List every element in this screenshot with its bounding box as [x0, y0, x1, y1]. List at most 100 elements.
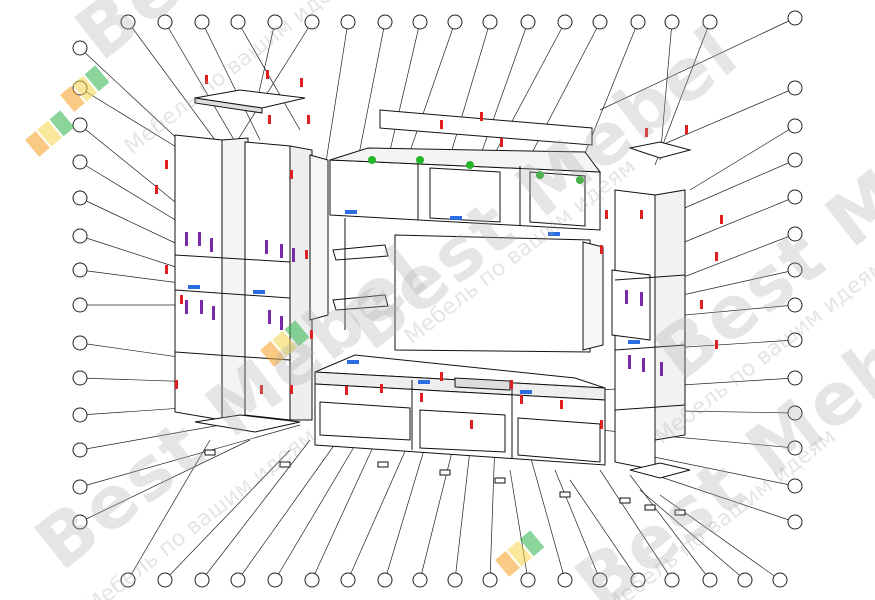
callout-circle-icon	[72, 117, 88, 133]
fitting-mark	[290, 385, 293, 394]
leader-line	[659, 494, 781, 581]
callout-circle-icon	[787, 514, 803, 530]
leg-support	[619, 497, 631, 504]
callout-circle-icon	[157, 14, 173, 30]
callout-circle-icon	[72, 370, 88, 386]
top-cabinet-door	[529, 171, 586, 227]
callout-circle-icon	[72, 335, 88, 351]
handle-mark	[280, 316, 283, 330]
fitting-mark	[420, 393, 423, 402]
clip-mark	[347, 360, 359, 364]
callout-circle-icon	[72, 479, 88, 495]
left-tower-side-2	[221, 137, 249, 421]
callout-circle-icon	[787, 478, 803, 494]
callout-circle-icon	[787, 189, 803, 205]
right-tower-base	[629, 462, 691, 479]
clip-mark	[520, 390, 532, 394]
callout-circle-icon	[194, 572, 210, 588]
fittings	[155, 70, 723, 516]
logo-squares-icon	[260, 320, 310, 367]
leader-line	[649, 87, 796, 151]
leader-line	[599, 469, 673, 581]
leader-line	[489, 439, 496, 581]
fitting-mark	[600, 245, 603, 254]
fitting-mark	[205, 75, 208, 84]
leader-line	[201, 21, 261, 141]
handle-mark	[268, 310, 271, 324]
left-tower-side	[174, 134, 223, 421]
leader-line	[639, 489, 746, 581]
callout-circle-icon	[72, 442, 88, 458]
clip-mark	[548, 232, 560, 236]
clip-mark	[345, 210, 357, 214]
callout-circle-icon	[230, 572, 246, 588]
top-cabinet-door	[429, 167, 501, 223]
tv-stand-drawer	[517, 417, 601, 463]
callout-circle-icon	[787, 297, 803, 313]
open-shelf	[332, 244, 389, 261]
fitting-mark	[700, 300, 703, 309]
leader-line	[79, 197, 191, 251]
hinge-mark	[466, 161, 474, 169]
callout-circle-icon	[737, 572, 753, 588]
fitting-mark	[480, 112, 483, 121]
furniture-parts	[174, 89, 692, 479]
callout-circle-icon	[447, 14, 463, 30]
fitting-mark	[600, 420, 603, 429]
left-tower-base	[194, 414, 301, 433]
fitting-mark	[266, 70, 269, 79]
handle-mark	[280, 244, 283, 258]
leader-line	[659, 21, 673, 161]
callout-circle-icon	[412, 572, 428, 588]
callout-circle-icon	[787, 332, 803, 348]
left-tower-shelf	[174, 289, 291, 299]
callout-circle-icon	[230, 14, 246, 30]
leader-line	[384, 429, 431, 581]
callout-circle-icon	[72, 190, 88, 206]
callout-circle-icon	[377, 14, 393, 30]
left-tower-top-edge	[194, 97, 263, 114]
right-tower-top	[628, 141, 692, 159]
leader-line	[554, 469, 601, 581]
handle-mark	[210, 238, 213, 252]
callout-circle-icon	[630, 572, 646, 588]
fitting-mark	[290, 170, 293, 179]
callout-circle-icon	[267, 14, 283, 30]
callout-circle-icon	[340, 14, 356, 30]
fitting-mark	[715, 252, 718, 261]
callout-circle-icon	[787, 80, 803, 96]
handle-mark	[212, 306, 215, 320]
handle-mark	[198, 232, 201, 246]
leader-line	[419, 439, 456, 581]
callout-circle-icon	[787, 152, 803, 168]
fitting-mark	[720, 215, 723, 224]
left-tower-door	[244, 141, 291, 421]
callout-circle-icon	[630, 14, 646, 30]
callout-circle-icon	[787, 370, 803, 386]
leg-support	[644, 504, 656, 511]
callout-circle-icon	[72, 514, 88, 530]
callout-circle-icon	[447, 572, 463, 588]
clip-mark	[418, 380, 430, 384]
leader-line	[164, 21, 241, 151]
right-tower-back	[654, 189, 686, 441]
right-side-panel	[582, 241, 604, 351]
callout-circle-icon	[482, 572, 498, 588]
right-tower-door	[611, 269, 651, 341]
leg-support	[494, 477, 506, 484]
callout-circle-icon	[664, 572, 680, 588]
leader-line	[79, 235, 186, 271]
clip-mark	[450, 216, 462, 220]
hinge-mark	[416, 156, 424, 164]
callout-circle-icon	[157, 572, 173, 588]
callout-circle-icon	[592, 572, 608, 588]
leader-line	[679, 159, 796, 211]
leader-line	[79, 124, 186, 211]
callout-circle-icon	[702, 572, 718, 588]
handle-mark	[660, 362, 663, 376]
callout-circle-icon	[772, 572, 788, 588]
callout-circle-icon	[72, 262, 88, 278]
tv-stand-drawer	[319, 401, 411, 441]
handle-mark	[625, 290, 628, 304]
